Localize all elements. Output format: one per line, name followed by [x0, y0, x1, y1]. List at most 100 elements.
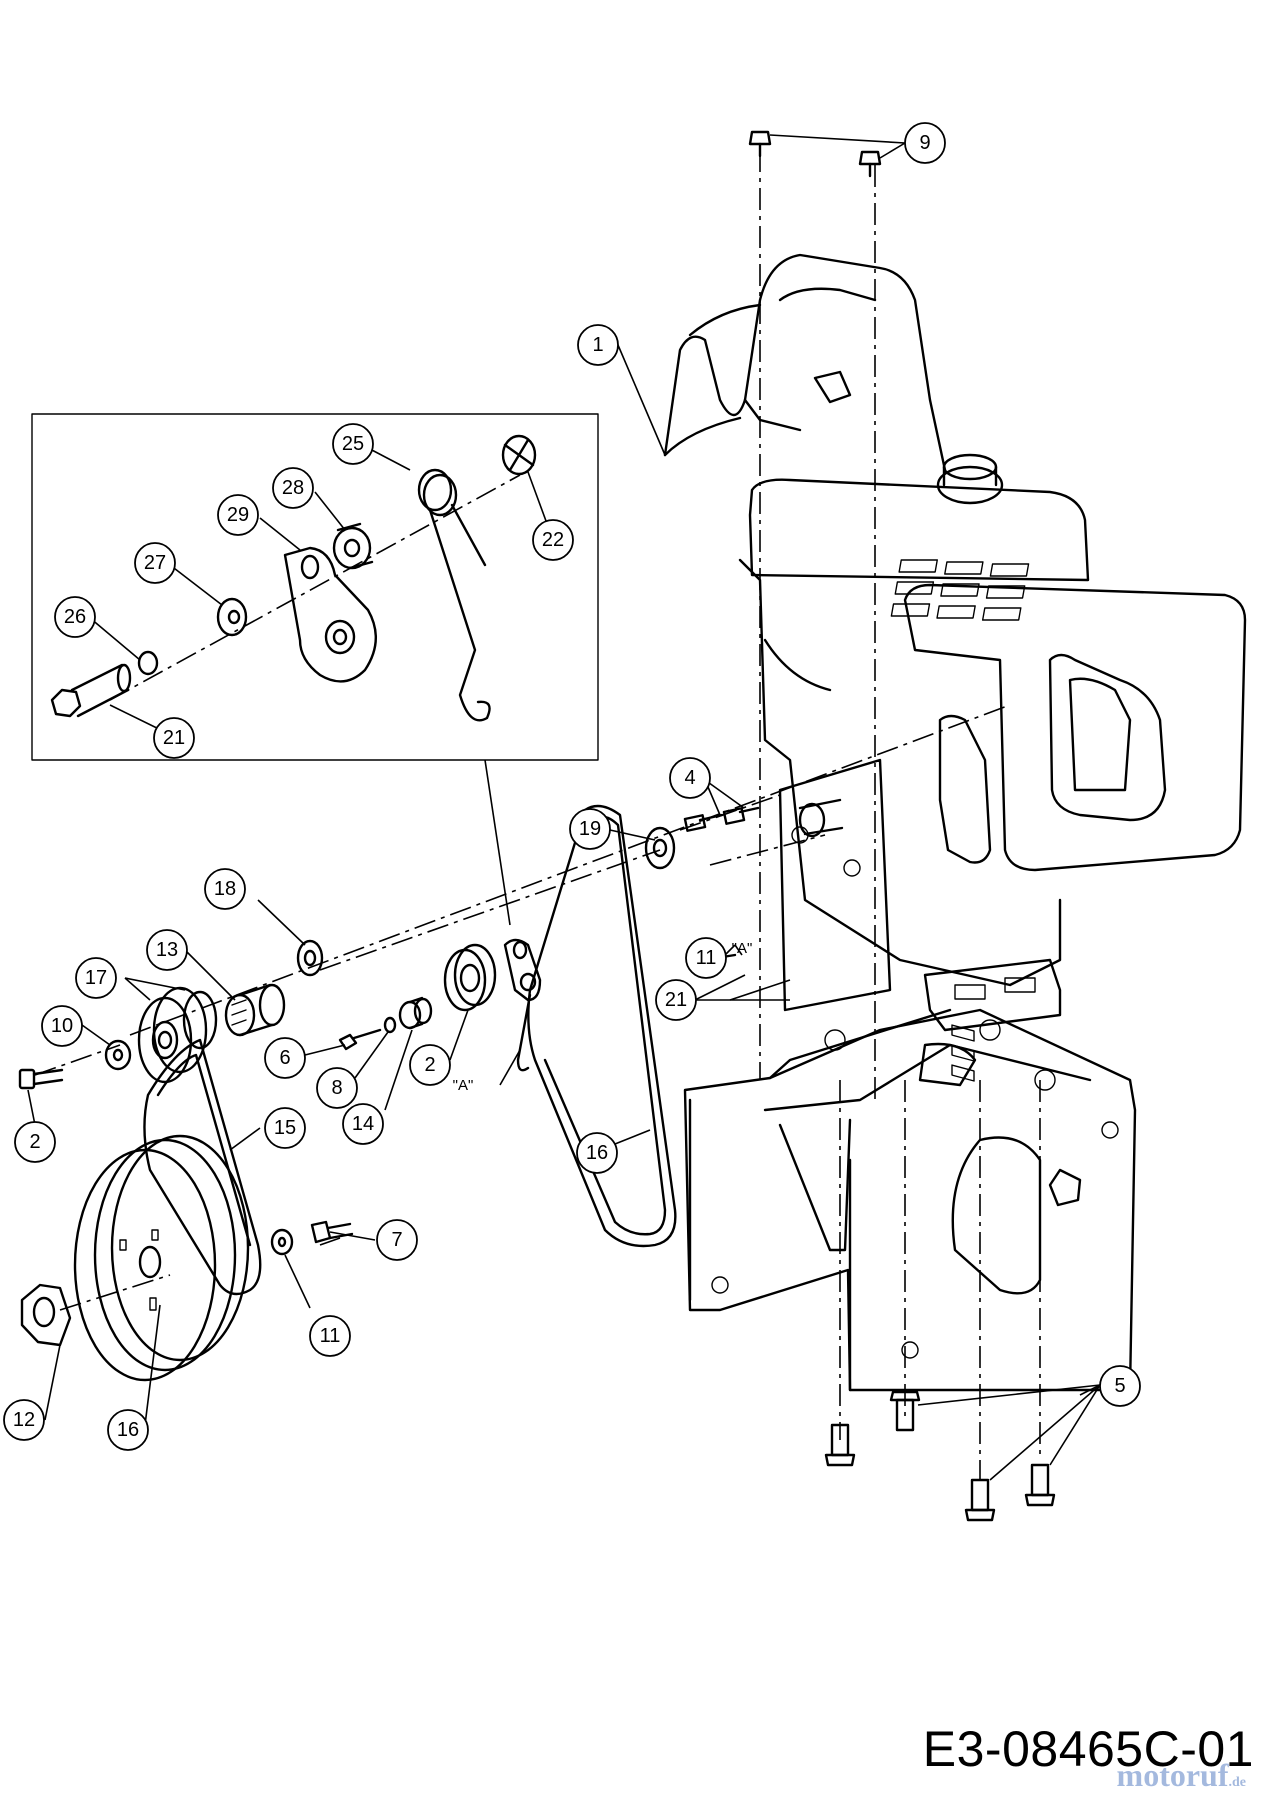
svg-text:28: 28: [282, 477, 304, 499]
reference-mark-a-upper: "A": [732, 940, 753, 957]
svg-text:9: 9: [919, 132, 930, 154]
bearing-sleeve-15: [224, 983, 286, 1037]
callout-19: 16: [107, 1409, 149, 1451]
spacer-16: [398, 996, 433, 1030]
callout-31: 29: [217, 494, 259, 536]
svg-text:18: 18: [214, 878, 236, 900]
callout-20: 17: [75, 957, 117, 999]
callout-17: 15: [264, 1107, 306, 1149]
callout-16: 14: [342, 1103, 384, 1145]
svg-text:10: 10: [51, 1015, 73, 1037]
svg-text:4: 4: [684, 767, 695, 789]
svg-text:6: 6: [279, 1047, 290, 1069]
washer-12: [104, 1039, 132, 1071]
plug-26: [501, 434, 537, 476]
reference-mark-a-lower: "A": [453, 1077, 474, 1094]
washer-11: [270, 1228, 294, 1256]
callout-25: 21: [153, 717, 195, 759]
callout-22: 21: [655, 979, 697, 1021]
svg-text:12: 12: [13, 1409, 35, 1431]
callout-11: 11: [309, 1315, 351, 1357]
callout-13: 11: [685, 937, 727, 979]
svg-text:25: 25: [342, 433, 364, 455]
callout-4: 2: [14, 1121, 56, 1163]
svg-text:7: 7: [391, 1229, 402, 1251]
inset-detail-frame: [31, 413, 599, 926]
belt-18: [527, 804, 677, 1248]
svg-text:19: 19: [579, 818, 601, 840]
callouts: 9 1 25 28 29 27 26 22 21 4 19 18 13 17 1…: [3, 122, 1141, 1451]
svg-text:27: 27: [144, 552, 166, 574]
vent-slots: [890, 559, 1030, 621]
svg-text:21: 21: [163, 727, 185, 749]
svg-text:2: 2: [29, 1131, 40, 1153]
engine-assembly: [663, 130, 1247, 1082]
callout-28: 26: [54, 596, 96, 638]
idler-pulley-2: [443, 943, 497, 1012]
callout-21-right: 19: [569, 808, 611, 850]
callout-10: 8: [316, 1067, 358, 1109]
svg-text:22: 22: [542, 529, 564, 551]
svg-text:1: 1: [592, 334, 603, 356]
callout-14: 12: [3, 1399, 45, 1441]
callout-2: 2: [409, 1044, 451, 1086]
callout-15: 13: [146, 929, 188, 971]
callout-26: 22: [532, 519, 574, 561]
svg-text:2: 2: [424, 1054, 435, 1076]
svg-text:15: 15: [274, 1117, 296, 1139]
callout-30: 28: [272, 467, 314, 509]
reference-marks: "A" "A": [453, 940, 753, 1094]
bolt-4: [18, 1068, 64, 1090]
large-pulley-19: [73, 1134, 250, 1382]
svg-text:21: 21: [665, 989, 687, 1011]
washer-10: [383, 1016, 397, 1034]
svg-text:8: 8: [331, 1077, 342, 1099]
washer-21b: [644, 826, 676, 870]
drawing-code: E3-08465C-01: [922, 1721, 1254, 1777]
chassis-frame: [683, 1008, 1137, 1392]
axis-lines: [34, 150, 1041, 1480]
washer-21a: [296, 939, 324, 977]
callout-5: 4: [669, 757, 711, 799]
callout-7: 6: [264, 1037, 306, 1079]
svg-text:16: 16: [117, 1419, 139, 1441]
watermark-brand: motoruf: [1116, 1757, 1229, 1793]
callout-12: 10: [41, 1005, 83, 1047]
callout-21-left: 18: [204, 868, 246, 910]
callout-27: 25: [332, 423, 374, 465]
bolt-25: [50, 663, 132, 718]
spring-27: [417, 468, 491, 722]
hub-14: [20, 1283, 72, 1347]
idler-bracket-assembled: [503, 938, 542, 1072]
bolt-7: [338, 1028, 382, 1051]
pulley-20: [137, 986, 218, 1084]
belt-17: [143, 1038, 262, 1296]
callout-18: 16: [576, 1132, 618, 1174]
callout-1: 1: [577, 324, 619, 366]
bolts-5: [683, 806, 760, 832]
callout-6: 5: [1099, 1365, 1141, 1407]
callout-8: 7: [376, 1219, 418, 1261]
svg-text:29: 29: [227, 504, 249, 526]
svg-text:11: 11: [320, 1325, 341, 1347]
idler-arm-31: [283, 546, 378, 683]
lock-washer-28: [137, 650, 159, 676]
svg-text:14: 14: [352, 1113, 374, 1135]
watermark-logo: motoruf.de: [1117, 1757, 1246, 1794]
bolts-6: [824, 1390, 1056, 1522]
svg-text:17: 17: [85, 967, 107, 989]
callout-29: 27: [134, 542, 176, 584]
callout-9: 9: [904, 122, 946, 164]
washer-29: [216, 597, 248, 637]
leader-lines: [27, 134, 1101, 1481]
svg-text:13: 13: [156, 939, 178, 961]
bolts-9: [748, 130, 882, 178]
watermark-tld: .de: [1228, 1775, 1247, 1790]
svg-text:16: 16: [586, 1142, 608, 1164]
svg-text:11: 11: [696, 947, 717, 969]
svg-text:5: 5: [1114, 1375, 1125, 1397]
inset-parts: [50, 434, 537, 722]
spacer-30: [332, 522, 374, 570]
svg-text:26: 26: [64, 606, 86, 628]
